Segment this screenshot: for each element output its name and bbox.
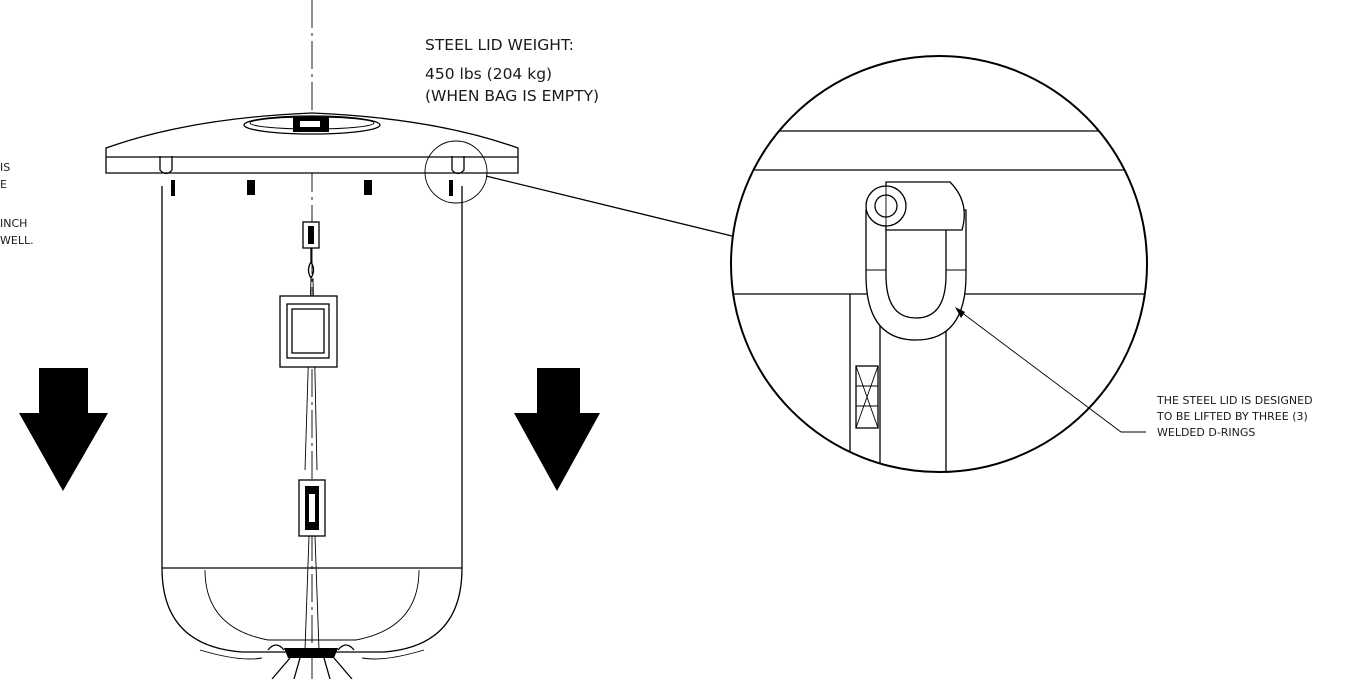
left-note-line-1: IS [0, 161, 10, 174]
lid-weight-condition: (WHEN BAG IS EMPTY) [425, 87, 599, 105]
steel-lid [105, 112, 519, 204]
dring-callout-line-3: WELDED D-RINGS [1157, 426, 1255, 439]
left-note-line-4: WELL. [0, 234, 34, 247]
dring-callout-leader [956, 308, 1146, 433]
lid-weight-note: STEEL LID WEIGHT: 450 lbs (204 kg) (WHEN… [425, 36, 599, 105]
center-rigging [267, 221, 355, 679]
dring-callout-line-2: TO BE LIFTED BY THREE (3) [1156, 410, 1308, 423]
lid-weight-title: STEEL LID WEIGHT: [425, 36, 574, 54]
dring-callout: THE STEEL LID IS DESIGNED TO BE LIFTED B… [1156, 394, 1313, 439]
left-note: IS E INCH WELL. [0, 161, 34, 247]
left-note-line-3: INCH [0, 217, 27, 230]
down-arrow-left-icon [19, 368, 108, 491]
dring-callout-line-1: THE STEEL LID IS DESIGNED [1156, 394, 1313, 407]
left-note-line-2: E [0, 178, 7, 191]
lid-weight-value: 450 lbs (204 kg) [425, 65, 552, 83]
dring-detail-view [730, 55, 1148, 473]
down-arrow-right-icon [514, 368, 600, 491]
magnify-leader [485, 175, 733, 237]
bag-body [161, 180, 463, 660]
